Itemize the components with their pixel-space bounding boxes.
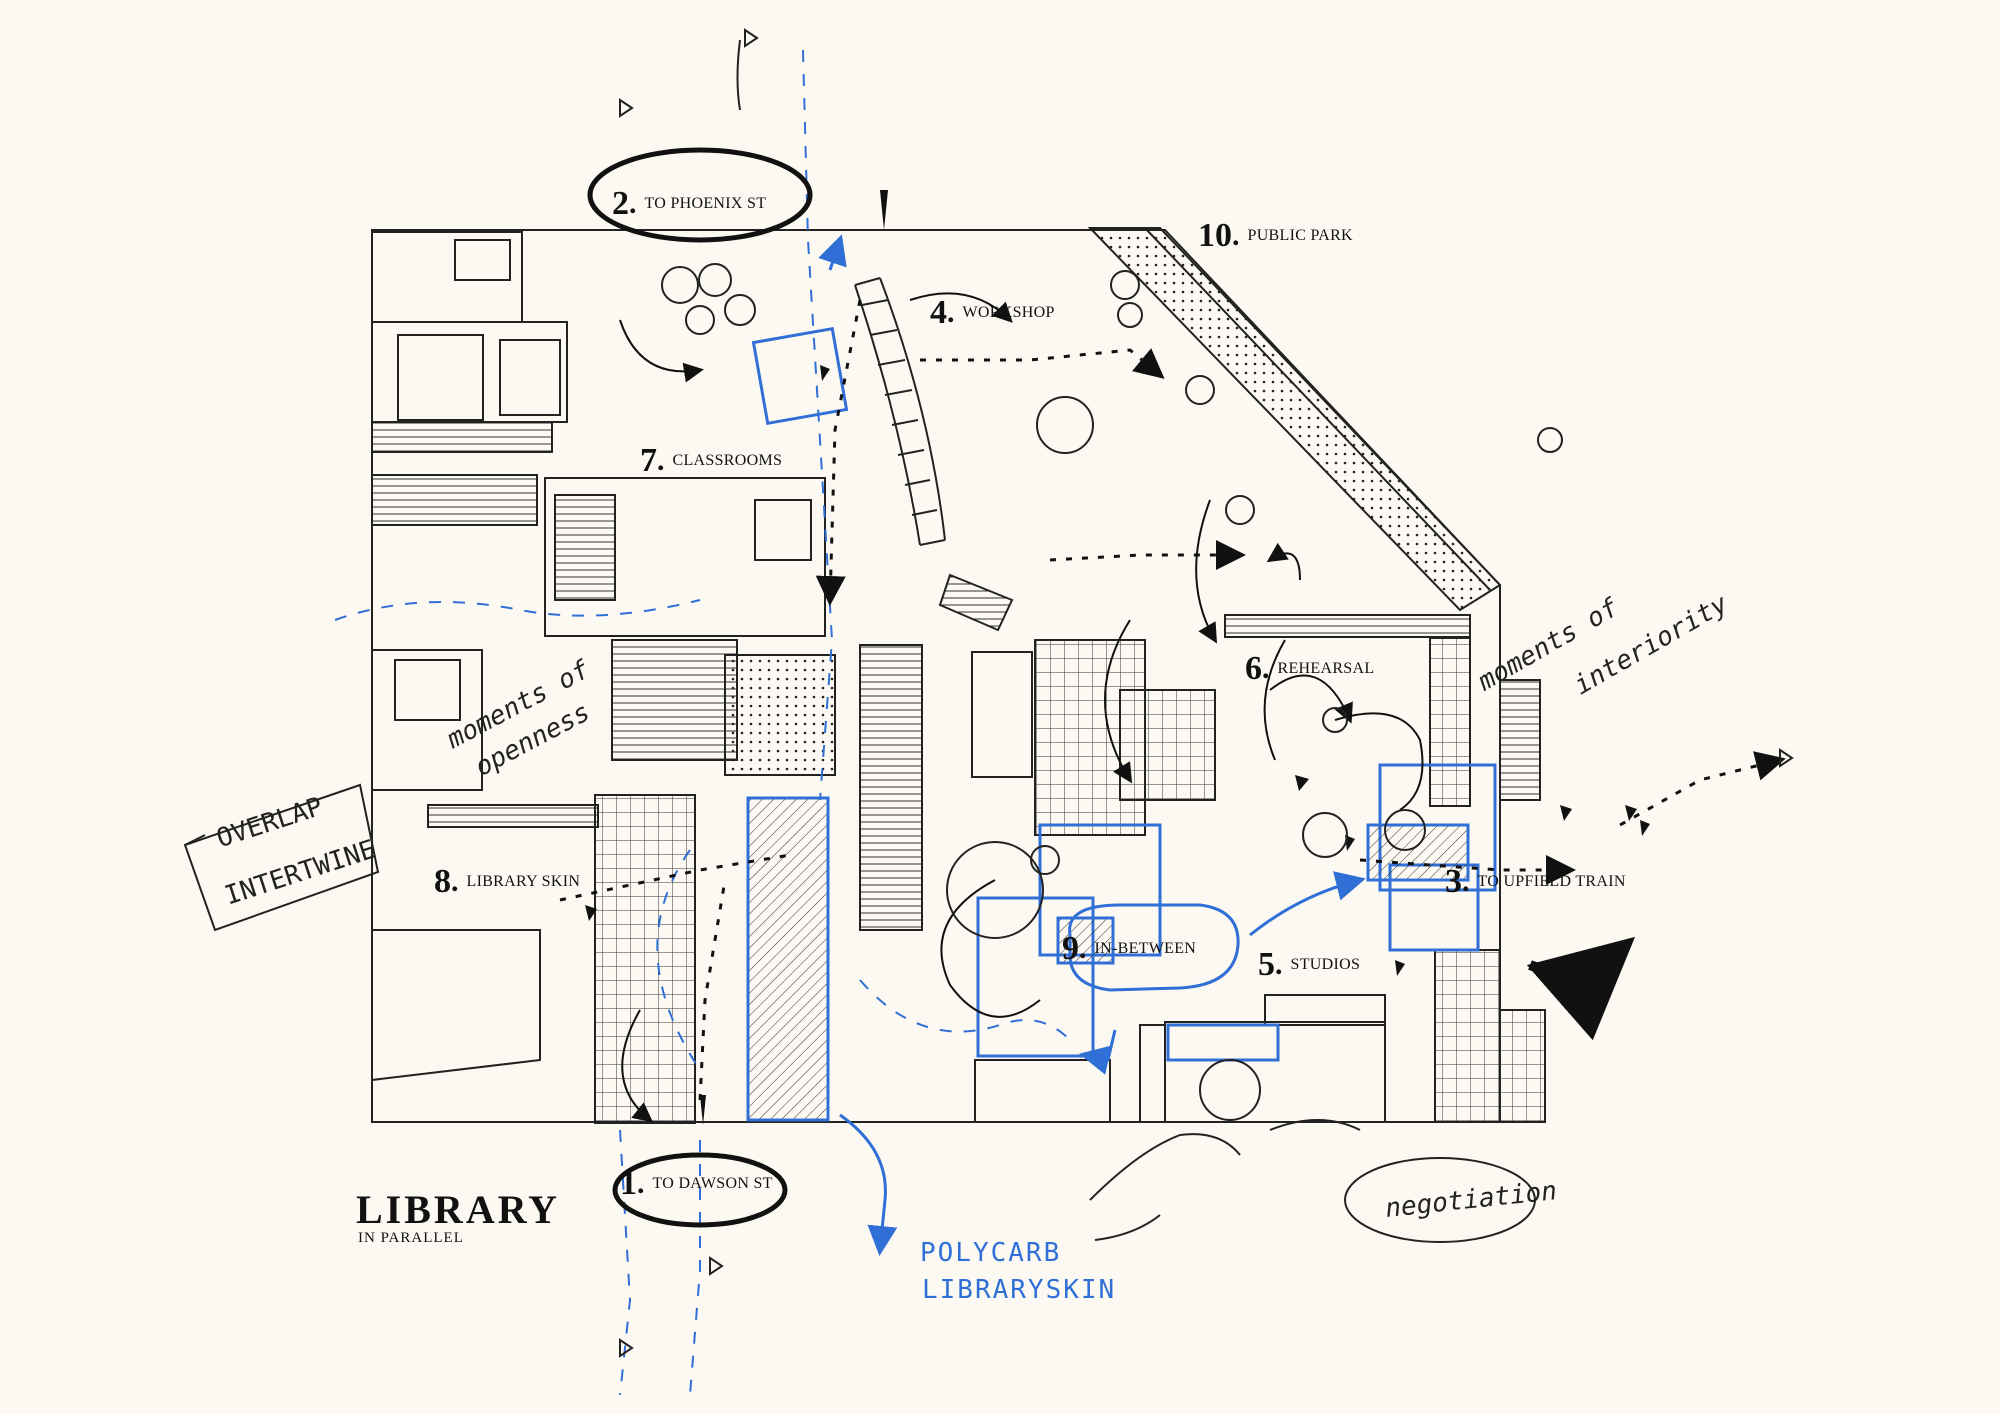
label-number: 8 <box>434 863 451 900</box>
label-to-dawson-st: 1. TO DAWSON ST <box>620 1165 773 1203</box>
label-to-phoenix-st: 2. TO PHOENIX ST <box>612 185 766 223</box>
drawing-subtitle: IN PARALLEL <box>358 1230 464 1246</box>
overlap-sign <box>183 783 380 932</box>
library-skin <box>746 796 830 1122</box>
label-dot: . <box>1462 865 1470 898</box>
middle-left-blocks <box>371 639 923 1124</box>
label-number: 4 <box>930 294 947 331</box>
label-dot: . <box>947 296 955 329</box>
label-dot: . <box>657 444 665 477</box>
label-rehearsal: 6. REHEARSAL <box>1245 650 1374 688</box>
label-text: TO UPFIELD TRAIN <box>1477 873 1626 890</box>
label-dot: . <box>1275 948 1283 981</box>
label-text: STUDIOS <box>1290 956 1361 973</box>
circulation-arrows <box>559 299 1786 1101</box>
label-dot: . <box>1079 932 1087 965</box>
label-public-park: 10. PUBLIC PARK <box>1198 217 1353 255</box>
workshop-screen <box>854 277 946 546</box>
note-library-skin: LIBRARYSKIN <box>922 1275 1117 1305</box>
label-number: 5 <box>1258 946 1275 983</box>
label-dot: . <box>1262 652 1270 685</box>
label-text: TO PHOENIX ST <box>644 195 767 212</box>
label-number: 3 <box>1445 863 1462 900</box>
ink-marks <box>585 190 1650 1125</box>
label-number: 10 <box>1198 217 1232 254</box>
drawing-title: LIBRARY <box>356 1187 561 1232</box>
buildings-top-left <box>371 231 826 637</box>
label-text: LIBRARY SKIN <box>466 873 581 890</box>
note-polycarb: POLYCARB <box>920 1238 1062 1268</box>
label-number: 2 <box>612 185 629 222</box>
label-dot: . <box>451 865 459 898</box>
label-text: IN-BETWEEN <box>1094 940 1197 957</box>
blue-zones <box>751 234 1497 1256</box>
bold-arrow <box>1526 936 1636 1041</box>
label-in-between: 9. IN-BETWEEN <box>1062 930 1196 968</box>
label-text: TO DAWSON ST <box>652 1175 773 1192</box>
central-block <box>938 573 1216 836</box>
label-dot: . <box>629 187 637 220</box>
label-dot: . <box>637 1167 645 1200</box>
label-ellipses <box>587 147 813 1228</box>
right-blocks <box>974 614 1546 1123</box>
label-text: PUBLIC PARK <box>1247 227 1353 244</box>
label-studios: 5. STUDIOS <box>1258 946 1360 984</box>
movement-arrows <box>619 292 1424 1123</box>
label-classrooms: 7. CLASSROOMS <box>640 442 782 480</box>
label-number: 7 <box>640 442 657 479</box>
label-text: CLASSROOMS <box>672 452 783 469</box>
outside-figures <box>619 28 1794 1358</box>
label-dot: . <box>1232 219 1240 252</box>
label-number: 1 <box>620 1165 637 1202</box>
figures <box>661 263 1563 1121</box>
label-number: 9 <box>1062 930 1079 967</box>
landscape-lines <box>1089 1119 1361 1241</box>
label-text: REHEARSAL <box>1277 660 1375 677</box>
label-workshop: 4. WORKSHOP <box>930 294 1055 332</box>
label-library-skin: 8. LIBRARY SKIN <box>434 863 580 901</box>
label-number: 6 <box>1245 650 1262 687</box>
negotiation-ellipse <box>1344 1157 1536 1243</box>
label-to-upfield-train: 3. TO UPFIELD TRAIN <box>1445 863 1626 901</box>
label-text: WORKSHOP <box>962 304 1055 321</box>
